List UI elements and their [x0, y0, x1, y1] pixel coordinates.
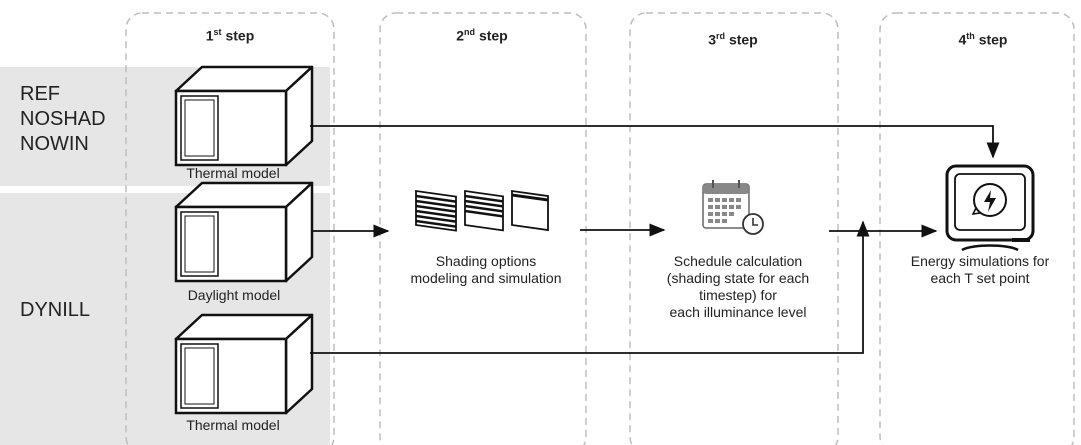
group-label-top: REF NOSHAD NOWIN [20, 83, 106, 155]
thermal-model-box-icon [174, 65, 314, 167]
step-column-4 [879, 12, 1075, 445]
daylight-model-box-icon [174, 181, 314, 283]
energy-monitor-icon [945, 164, 1035, 252]
step-column-1 [125, 12, 335, 445]
thermal-model-caption-2: Thermal model [186, 417, 280, 433]
shading-panels-icon [415, 189, 549, 232]
arrow-thermal-to-energy [310, 125, 1000, 159]
arrow-thermal2-to-energy [310, 220, 870, 354]
daylight-model-caption: Daylight model [187, 287, 281, 303]
step-label-4: 4th step [958, 31, 1008, 48]
step-label-2: 2nd step [456, 27, 508, 44]
step-column-3 [629, 12, 839, 445]
calendar-clock-icon [702, 180, 764, 235]
schedule-caption: Schedule calculation (shading state for … [666, 253, 810, 320]
step-column-2 [379, 12, 587, 445]
thermal-model-box-icon-2 [174, 313, 314, 415]
thermal-model-caption: Thermal model [186, 165, 280, 181]
energy-caption: Energy simulations for each T set point [910, 253, 1050, 286]
group-label-bottom: DYNILL [20, 299, 91, 321]
step-label-3: 3rd step [708, 31, 758, 48]
step-label-1: 1st step [205, 27, 255, 44]
shading-caption: Shading options modeling and simulation [410, 253, 562, 286]
